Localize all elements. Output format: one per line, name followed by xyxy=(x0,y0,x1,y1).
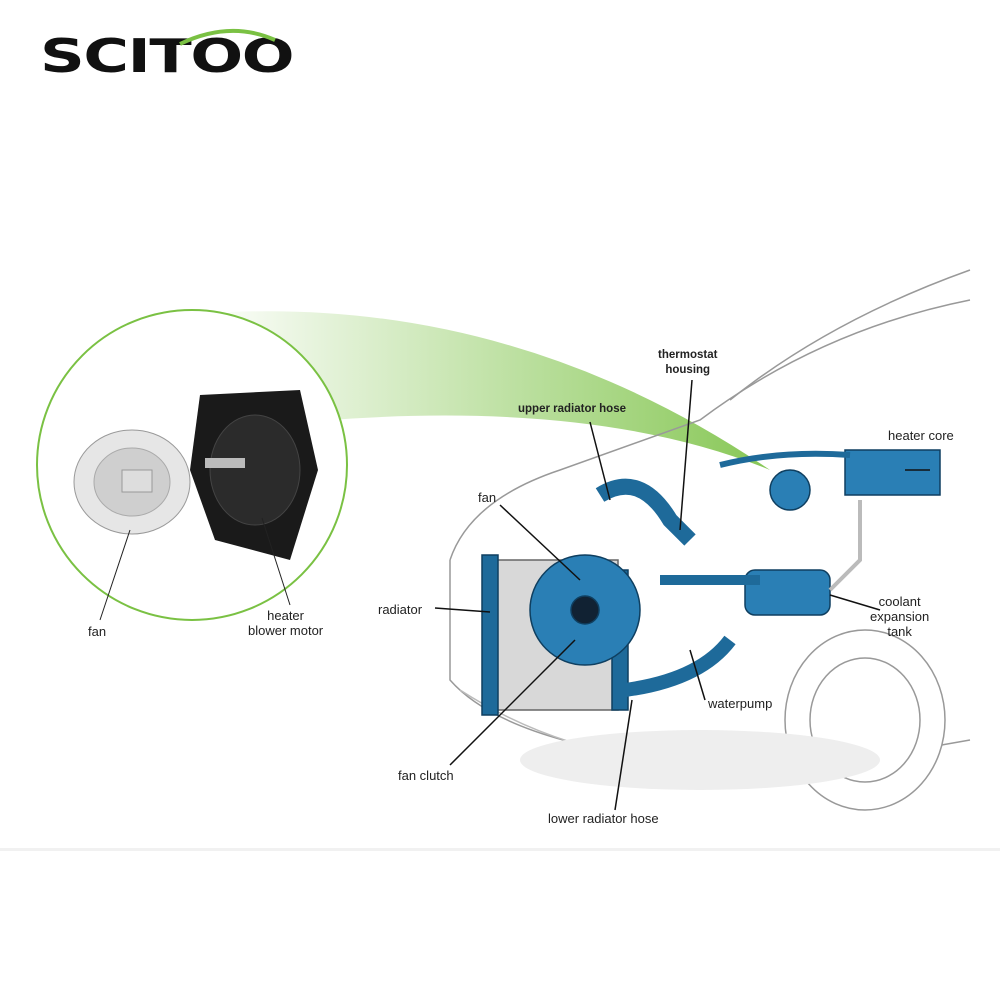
logo-swoosh xyxy=(179,28,276,46)
label-coolant-expansion-tank: coolant expansion tank xyxy=(870,594,930,639)
blower-fan-wheel xyxy=(73,429,191,535)
zoom-beam xyxy=(230,311,770,470)
label-waterpump: waterpump xyxy=(708,696,773,711)
leader-lines xyxy=(434,379,930,811)
label-heater-blower-motor: heater blower motor xyxy=(248,608,324,638)
label-thermostat-housing: thermostat housing xyxy=(658,349,718,376)
heater-core-box xyxy=(844,449,941,496)
label-fan-clutch: fan clutch xyxy=(398,768,454,783)
blower-motor xyxy=(190,390,318,560)
scitoo-logo: SCITOO xyxy=(40,29,295,83)
cooling-system xyxy=(481,449,941,716)
label-radiator: radiator xyxy=(378,602,423,617)
label-fan-inset: fan xyxy=(88,624,107,639)
label-heater-core: heater core xyxy=(888,428,954,443)
floor-line xyxy=(0,848,1000,851)
label-fan: fan xyxy=(478,490,497,505)
coolant-tank xyxy=(744,569,831,616)
label-upper-radiator-hose: upper radiator hose xyxy=(518,403,626,415)
label-lower-radiator-hose: lower radiator hose xyxy=(548,811,659,826)
